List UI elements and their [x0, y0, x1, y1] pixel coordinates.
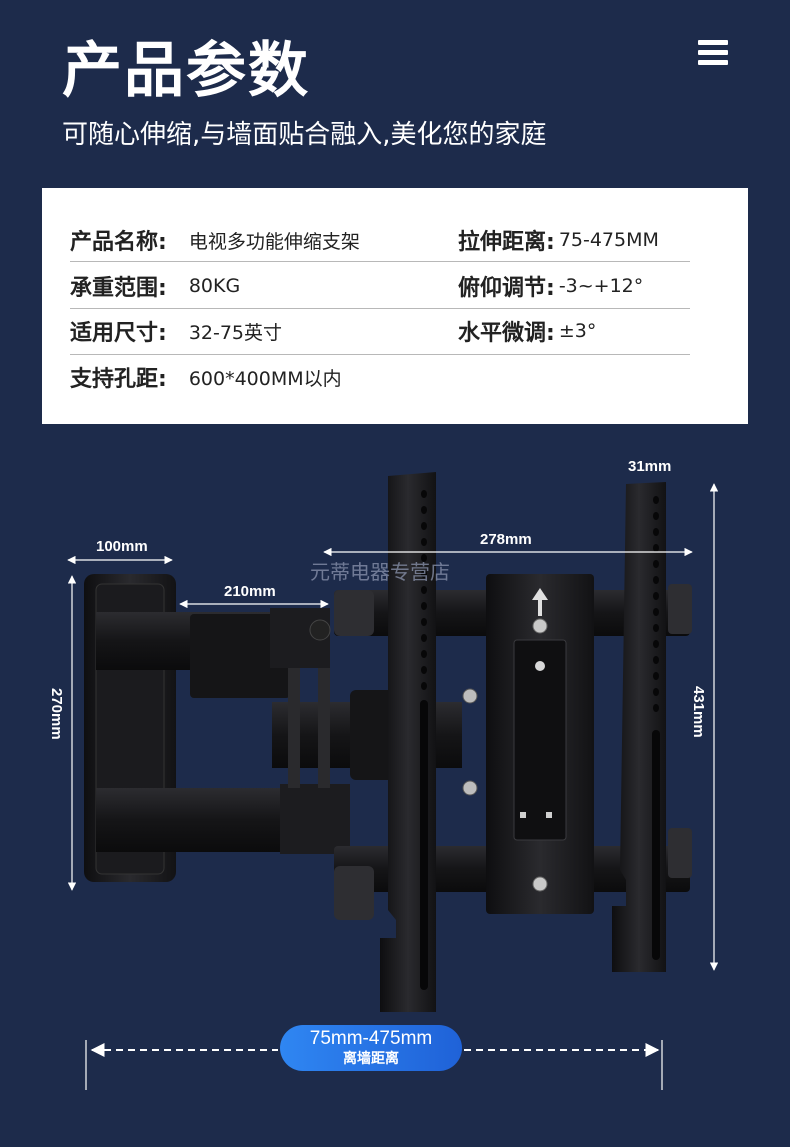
page-subtitle: 可随心伸缩,与墙面贴合融入,美化您的家庭	[62, 120, 547, 150]
spec-value: 600*400MM以内	[188, 367, 342, 390]
rail-hole	[653, 528, 659, 536]
rail-hole	[653, 688, 659, 696]
rail-hole	[653, 560, 659, 568]
spec-value: 32-75英寸	[188, 321, 283, 344]
spec-label: 产品名称:	[70, 230, 167, 255]
extension-range-label: 离墙距离	[343, 1051, 399, 1067]
rail-hole	[653, 672, 659, 680]
rail-hole	[421, 634, 427, 642]
extension-range-badge: 75mm-475mm 离墙距离	[280, 1025, 462, 1071]
rail-hole	[421, 650, 427, 658]
spec-label: 水平微调:	[458, 321, 555, 346]
rail-slot	[420, 700, 428, 990]
page-title: 产品参数	[62, 36, 310, 106]
rail-hole	[653, 656, 659, 664]
spec-label: 承重范围:	[70, 276, 167, 301]
rail-hole	[653, 624, 659, 632]
rail-hole	[653, 544, 659, 552]
rail-hole	[653, 704, 659, 712]
rail-hole	[421, 538, 427, 546]
center-mount-plate	[462, 574, 594, 914]
spec-table: 产品名称: 电视多功能伸缩支架 拉伸距离: 75-475MM 承重范围: 80K…	[42, 188, 748, 424]
spec-label: 支持孔距:	[70, 367, 167, 392]
rail-hole	[421, 666, 427, 674]
dimension-plate-height: 270mm	[48, 688, 65, 740]
row-divider	[70, 308, 690, 309]
lower-arm	[96, 784, 350, 854]
rail-hole	[653, 576, 659, 584]
spec-value: 80KG	[188, 275, 241, 297]
spec-value: ±3°	[558, 320, 597, 342]
spec-value: 75-475MM	[558, 229, 659, 251]
rail-hole	[653, 512, 659, 520]
rail-hole	[653, 640, 659, 648]
spec-row-3-left: 适用尺寸: 32-75英寸	[70, 308, 282, 354]
spec-row-1-left: 产品名称: 电视多功能伸缩支架	[70, 217, 360, 263]
spec-row-2-left: 承重范围: 80KG	[70, 263, 240, 309]
rail-hole	[421, 602, 427, 610]
rail-hole	[421, 570, 427, 578]
spec-row-2-right: 俯仰调节: -3~+12°	[458, 263, 643, 309]
row-divider	[70, 354, 690, 355]
dimension-plate-width: 100mm	[96, 538, 148, 555]
rail-hole	[653, 496, 659, 504]
rail-hole	[653, 608, 659, 616]
spec-row-4-left: 支持孔距: 600*400MM以内	[70, 354, 342, 400]
rail-hole	[653, 592, 659, 600]
spec-value: -3~+12°	[558, 275, 644, 297]
rail-holes	[420, 490, 660, 990]
dimension-arm-length: 210mm	[224, 583, 276, 600]
spec-value: 电视多功能伸缩支架	[188, 230, 360, 253]
watermark: 元蒂电器专营店	[310, 560, 450, 584]
rail-hole	[421, 490, 427, 498]
rail-hole	[421, 522, 427, 530]
dimension-rail-height: 431mm	[690, 686, 707, 738]
dimension-top-width: 31mm	[628, 458, 672, 475]
hamburger-menu-icon[interactable]	[698, 40, 728, 66]
spec-label: 适用尺寸:	[70, 321, 167, 346]
row-divider	[70, 261, 690, 262]
upper-arm	[96, 608, 331, 698]
rail-hole	[421, 586, 427, 594]
dimension-lines	[67, 483, 719, 1090]
spec-row-3-right: 水平微调: ±3°	[458, 308, 596, 354]
rail-slot	[652, 730, 660, 960]
rail-hole	[421, 618, 427, 626]
rail-hole	[421, 506, 427, 514]
dimension-bracket-span: 278mm	[480, 531, 532, 548]
spec-label: 拉伸距离:	[458, 230, 555, 255]
spec-label: 俯仰调节:	[458, 276, 555, 301]
extension-range-value: 75mm-475mm	[309, 1028, 433, 1049]
rail-hole	[421, 682, 427, 690]
spec-row-1-right: 拉伸距离: 75-475MM	[458, 217, 659, 263]
